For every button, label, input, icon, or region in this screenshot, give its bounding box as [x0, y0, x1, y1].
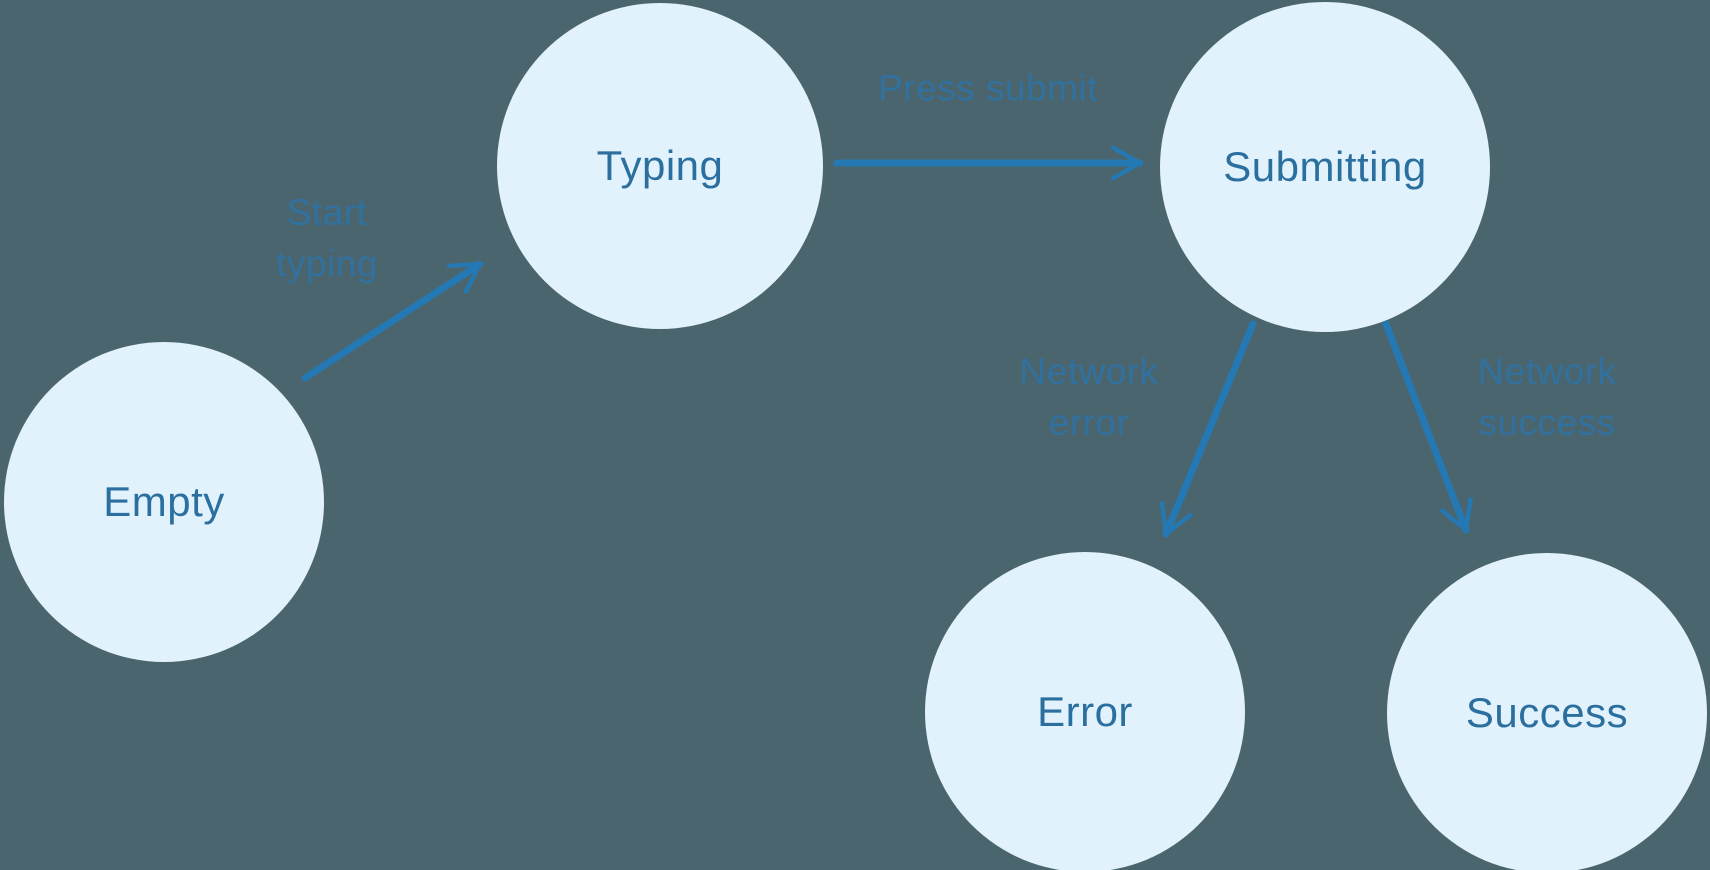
state-node-success: Success: [1387, 553, 1707, 870]
state-node-typing: Typing: [497, 3, 823, 329]
state-label-submitting: Submitting: [1223, 143, 1427, 190]
edge-label-start-typing: Start typing: [276, 192, 378, 284]
state-label-typing: Typing: [596, 142, 724, 189]
state-node-error: Error: [925, 552, 1245, 870]
state-label-error: Error: [1037, 688, 1133, 735]
edge-label-network-error: Network error: [1019, 351, 1159, 443]
edge-label-press-submit: Press submit: [878, 67, 1098, 109]
state-label-success: Success: [1465, 689, 1629, 736]
state-node-empty: Empty: [4, 342, 324, 662]
state-label-empty: Empty: [103, 478, 225, 525]
edge-label-network-success: Network success: [1477, 351, 1617, 443]
state-node-submitting: Submitting: [1160, 2, 1490, 332]
